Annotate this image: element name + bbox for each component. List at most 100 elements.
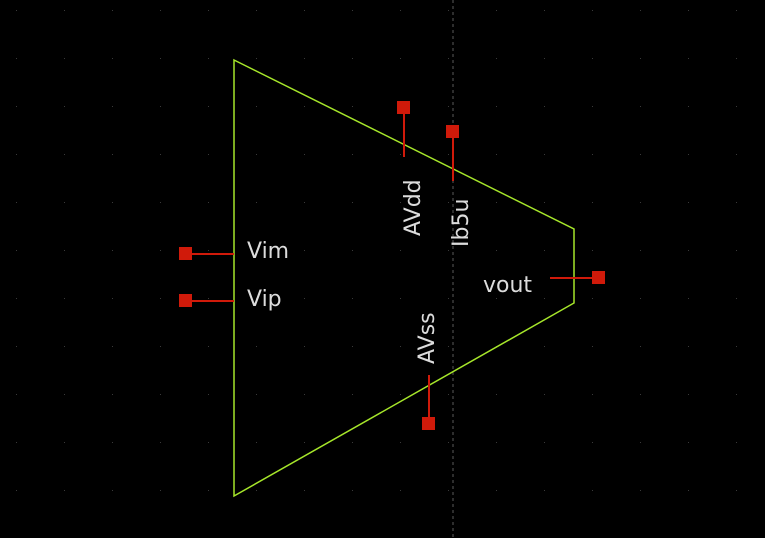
grid-dot (400, 490, 401, 491)
pin-vip[interactable]: Vip (179, 287, 282, 312)
grid-dot (64, 202, 65, 203)
grid-dot (352, 202, 353, 203)
grid-dot (400, 346, 401, 347)
grid-dot (640, 490, 641, 491)
grid-dot (640, 106, 641, 107)
amplifier-symbol-outline[interactable] (233, 58, 575, 498)
grid-dot (304, 10, 305, 11)
grid-dot (16, 106, 17, 107)
grid-dot (544, 442, 545, 443)
grid-dot (640, 250, 641, 251)
grid-dot (352, 346, 353, 347)
pin-avss[interactable]: AVss (415, 312, 440, 430)
grid-dot (256, 490, 257, 491)
grid-dot (208, 154, 209, 155)
pin-avdd-terminal[interactable] (397, 101, 410, 114)
grid-dot (16, 58, 17, 59)
grid-dot (592, 490, 593, 491)
grid-dot (64, 10, 65, 11)
pin-vim-label: Vim (247, 239, 289, 264)
pin-vim-terminal[interactable] (179, 247, 192, 260)
grid-dot (592, 202, 593, 203)
grid-dot (256, 154, 257, 155)
grid-dot (16, 10, 17, 11)
grid-dot (160, 394, 161, 395)
grid-dot (400, 202, 401, 203)
grid-dot (496, 58, 497, 59)
pin-vout-label: vout (483, 273, 532, 298)
grid-dot (160, 442, 161, 443)
grid-dot (400, 250, 401, 251)
grid-dot (256, 10, 257, 11)
grid-dot (64, 394, 65, 395)
grid-dot (304, 442, 305, 443)
grid-dot (592, 154, 593, 155)
grid-dot (688, 394, 689, 395)
pin-vim[interactable]: Vim (179, 239, 289, 264)
grid-dot (448, 250, 449, 251)
grid-dot (688, 106, 689, 107)
grid-dot (160, 202, 161, 203)
grid-dots (16, 10, 737, 491)
pin-vip-terminal[interactable] (179, 294, 192, 307)
grid-dot (736, 58, 737, 59)
grid-dot (208, 298, 209, 299)
grid-dot (592, 10, 593, 11)
grid-dot (256, 106, 257, 107)
grid-dot (208, 490, 209, 491)
grid-dot (448, 298, 449, 299)
grid-dot (160, 298, 161, 299)
grid-dot (736, 154, 737, 155)
grid-dot (208, 442, 209, 443)
pin-ib5u-terminal[interactable] (446, 125, 459, 138)
grid-dot (448, 346, 449, 347)
pin-avss-terminal[interactable] (422, 417, 435, 430)
grid-dot (16, 346, 17, 347)
grid-dot (16, 298, 17, 299)
grid-dot (352, 394, 353, 395)
grid-dot (688, 154, 689, 155)
grid-dot (256, 58, 257, 59)
grid-dot (352, 154, 353, 155)
pin-avss-label: AVss (415, 312, 440, 364)
grid-dot (64, 298, 65, 299)
pin-vout[interactable]: vout (483, 271, 605, 298)
grid-dot (304, 106, 305, 107)
grid-dot (448, 58, 449, 59)
grid-dot (400, 154, 401, 155)
pin-avdd[interactable]: AVdd (397, 101, 426, 236)
grid-dot (352, 58, 353, 59)
grid-dot (304, 346, 305, 347)
grid-dot (496, 298, 497, 299)
pin-ib5u[interactable]: Ib5u (446, 125, 474, 247)
grid-dot (592, 298, 593, 299)
grid-dot (448, 442, 449, 443)
grid-dot (496, 490, 497, 491)
pin-avdd-label: AVdd (401, 179, 426, 236)
grid-dot (640, 346, 641, 347)
grid-dot (592, 346, 593, 347)
grid-dot (256, 250, 257, 251)
grid-dot (64, 442, 65, 443)
grid-dot (544, 250, 545, 251)
grid-dot (688, 346, 689, 347)
grid-dot (112, 394, 113, 395)
grid-dot (64, 490, 65, 491)
grid-dot (304, 490, 305, 491)
grid-dot (544, 154, 545, 155)
grid-dot (736, 394, 737, 395)
grid-dot (592, 250, 593, 251)
grid-dot (496, 10, 497, 11)
grid-dot (160, 58, 161, 59)
grid-dot (544, 346, 545, 347)
grid-dot (640, 298, 641, 299)
grid-dot (112, 58, 113, 59)
pin-vout-terminal[interactable] (592, 271, 605, 284)
grid-dot (112, 250, 113, 251)
grid-dot (736, 250, 737, 251)
grid-dot (16, 250, 17, 251)
grid-dot (64, 154, 65, 155)
grid-dot (16, 154, 17, 155)
grid-dot (256, 202, 257, 203)
